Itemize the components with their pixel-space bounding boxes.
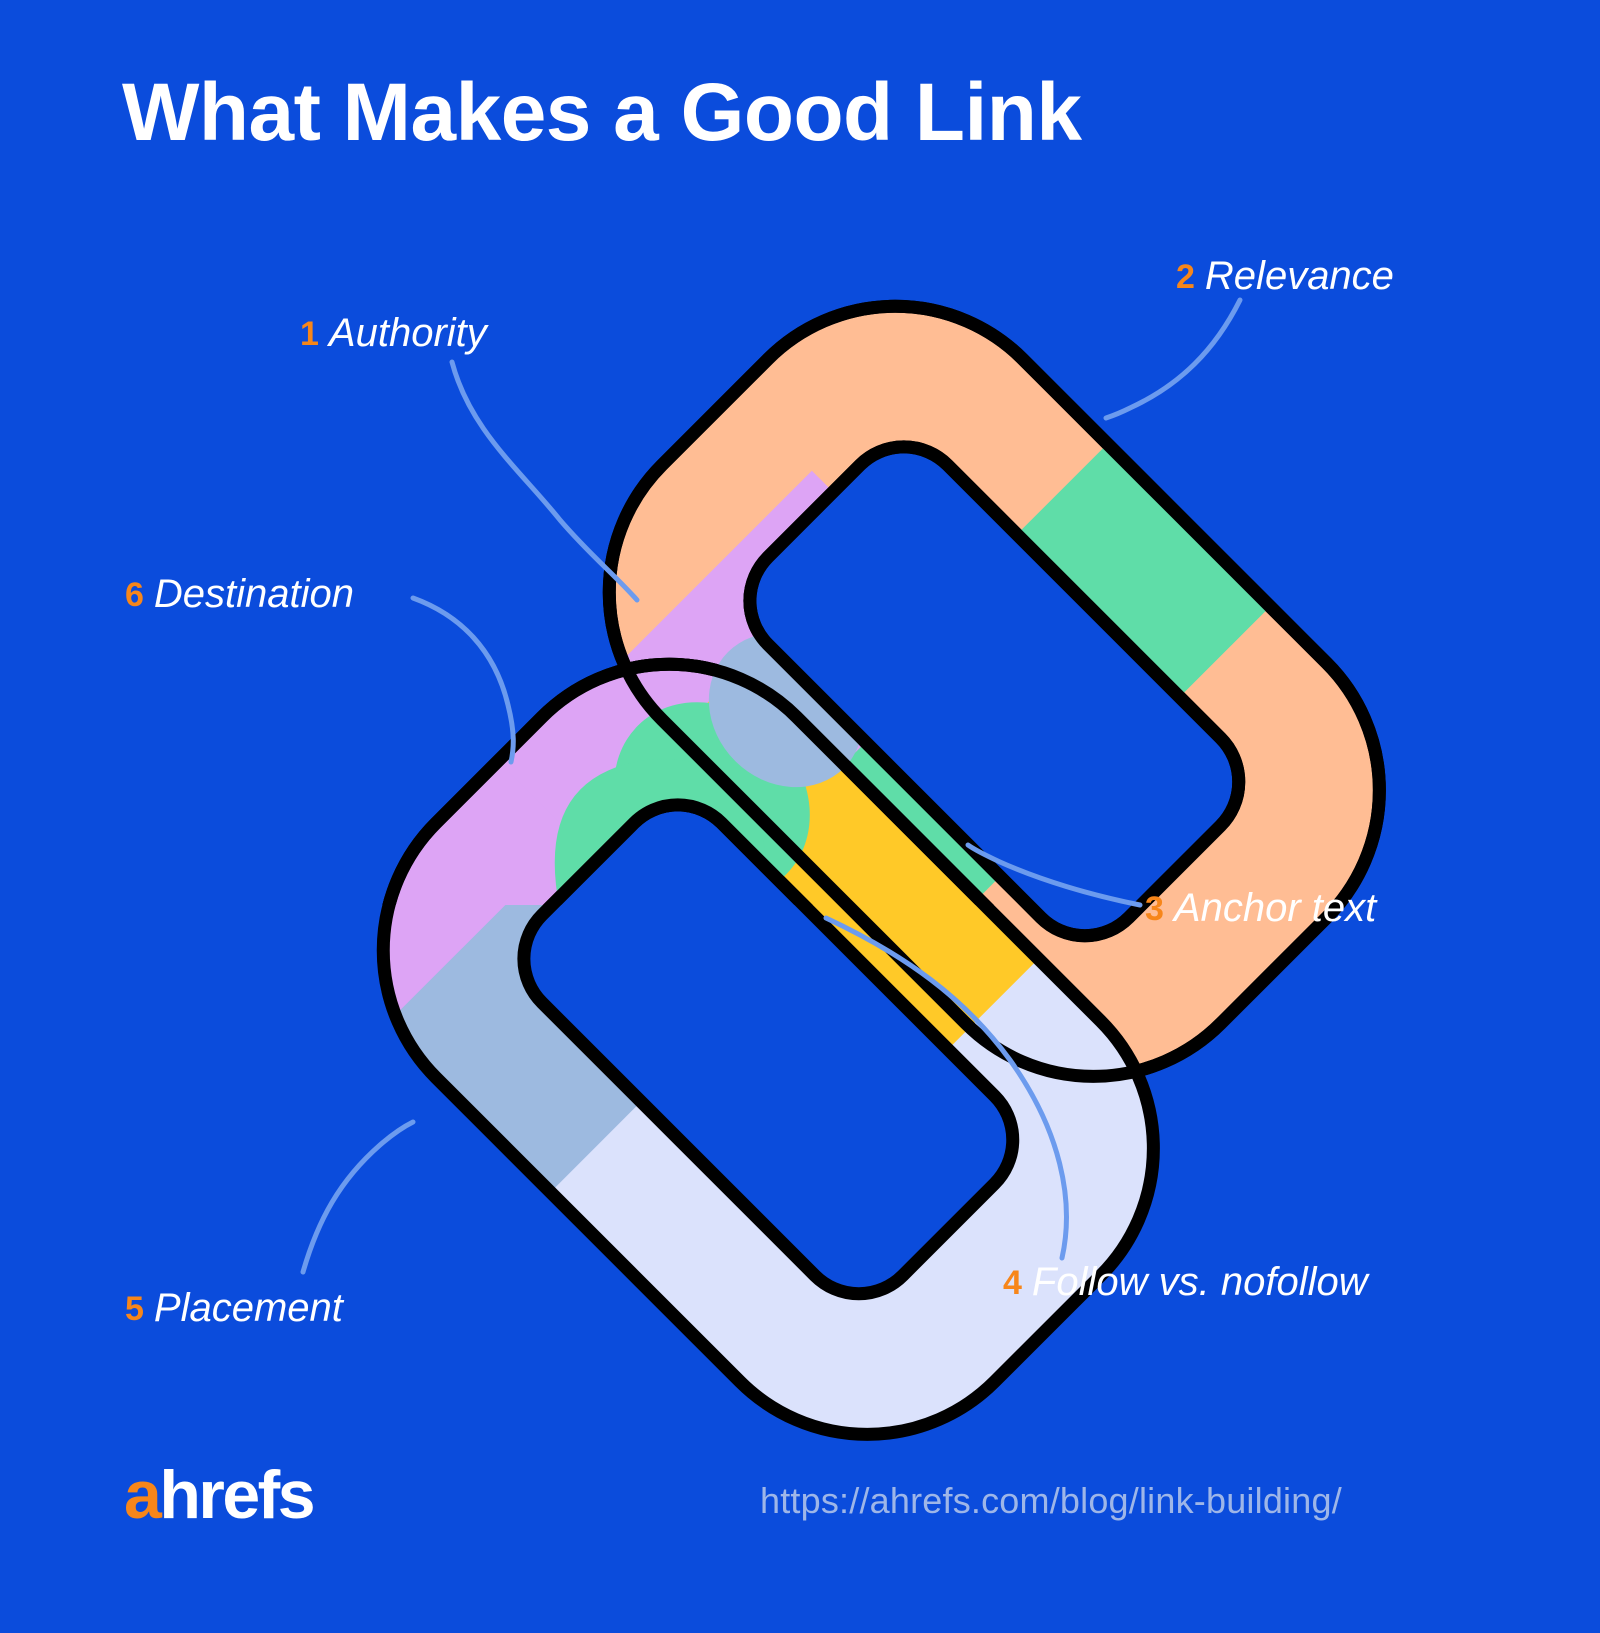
callout-number: 6 <box>125 576 144 614</box>
callout-number: 4 <box>1003 1264 1022 1302</box>
callout-label: Follow vs. nofollow <box>1031 1260 1368 1304</box>
callout-number: 5 <box>125 1290 144 1328</box>
callout-label: Anchor text <box>1173 886 1377 930</box>
callout-number: 1 <box>300 315 319 353</box>
callout-number: 2 <box>1176 258 1195 296</box>
ahrefs-logo: ahrefs <box>124 1461 316 1529</box>
logo-letter-a: a <box>124 1457 162 1533</box>
callout-label: Relevance <box>1204 254 1394 298</box>
callout-label: Placement <box>153 1286 343 1330</box>
callout-number: 3 <box>1145 890 1164 928</box>
page-title: What Makes a Good Link <box>122 67 1082 158</box>
leader-lines <box>300 297 1243 1275</box>
callout-label: Authority <box>328 311 487 355</box>
source-url: https://ahrefs.com/blog/link-building/ <box>760 1480 1342 1521</box>
logo-text-hrefs: hrefs <box>159 1457 315 1533</box>
callout-label: Destination <box>153 572 355 616</box>
